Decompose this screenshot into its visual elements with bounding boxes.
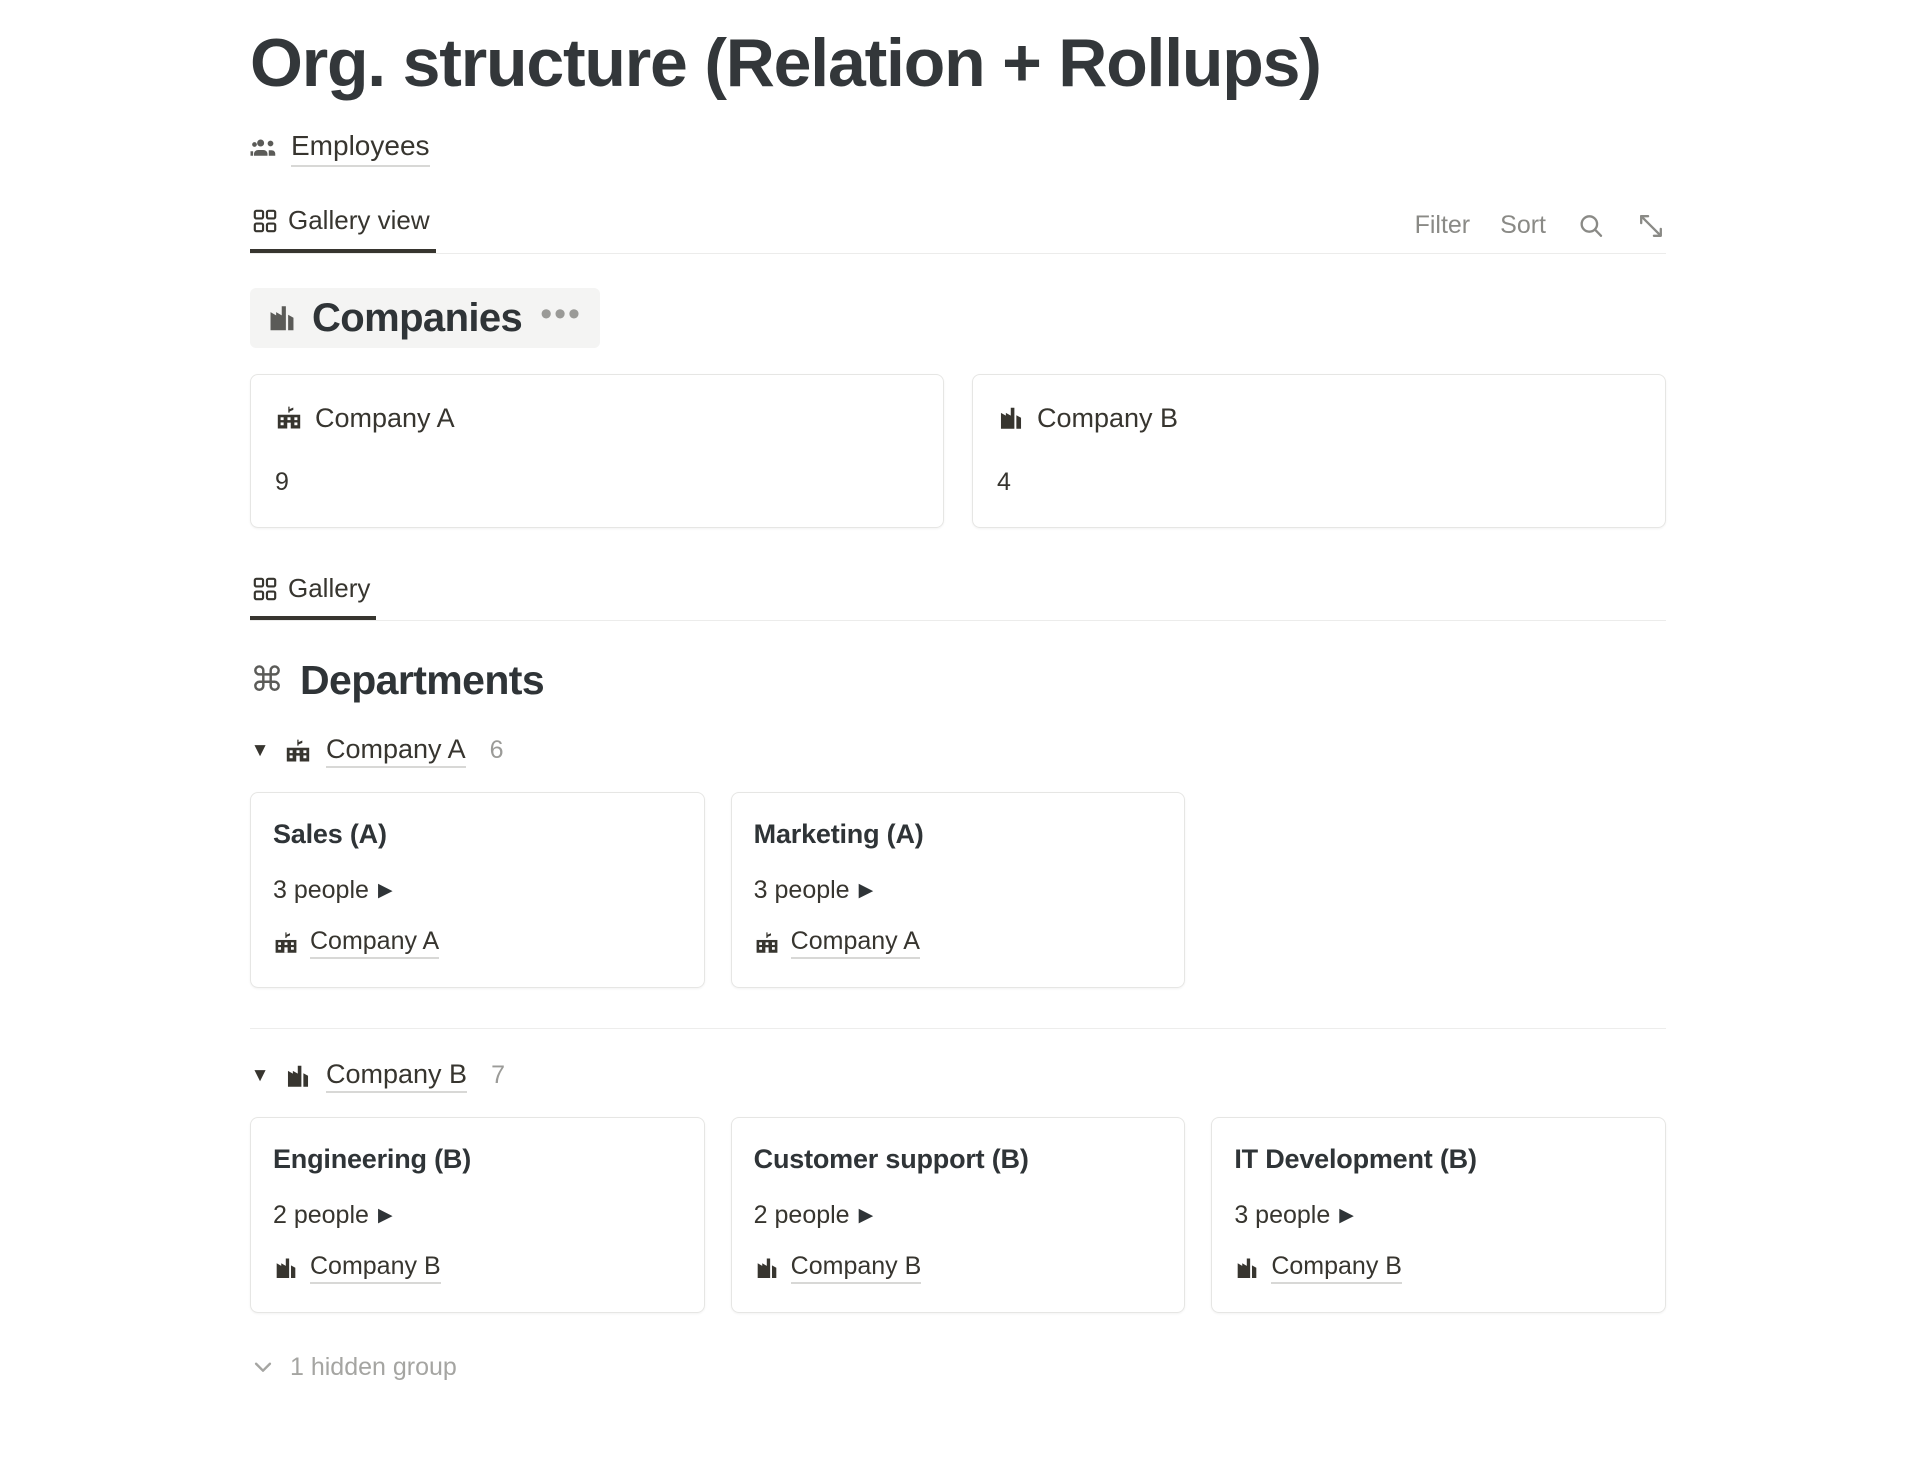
chevron-down-icon[interactable] <box>250 1354 276 1380</box>
tab-gallery-label: Gallery <box>288 573 371 604</box>
department-card[interactable]: IT Development (B) 3 people ▶ Company B <box>1211 1116 1666 1313</box>
department-card-title: Sales (A) <box>273 818 387 849</box>
companies-database-title: Companies <box>312 295 523 340</box>
tab-gallery[interactable]: Gallery <box>250 570 377 620</box>
gallery-grid-icon <box>252 208 278 234</box>
command-loop-icon: ⌘ <box>250 661 284 700</box>
company-card-name: Company A <box>315 402 455 433</box>
company-card[interactable]: Company B 4 <box>972 373 1666 528</box>
department-card-people-rollup[interactable]: 3 people ▶ <box>754 876 1163 905</box>
company-card-title-row: Company B <box>997 403 1641 434</box>
department-card-people-count: 3 people <box>753 875 850 904</box>
tab-gallery-view[interactable]: Gallery view <box>250 201 436 253</box>
factory-icon <box>266 302 298 334</box>
department-card-title: Marketing (A) <box>753 818 924 849</box>
tab-gallery-view-label: Gallery view <box>288 205 430 236</box>
play-triangle-icon[interactable]: ▶ <box>858 1204 874 1226</box>
department-card-relation-label[interactable]: Company A <box>790 927 920 959</box>
factory-icon <box>284 1062 312 1090</box>
factory-icon <box>273 1255 299 1281</box>
people-icon <box>250 133 280 163</box>
companies-gallery: Company A 9 Company B 4 <box>250 373 1666 528</box>
page-title: Org. structure (Relation + Rollups) <box>250 25 1322 101</box>
department-card-people-count: 2 people <box>273 1200 369 1229</box>
department-card[interactable]: Customer support (B) 2 people ▶ Company … <box>730 1116 1186 1313</box>
department-card-relation-label[interactable]: Company A <box>310 927 440 959</box>
view-toolbar: Gallery view Filter Sort <box>250 201 1666 254</box>
department-card-title: Engineering (B) <box>273 1143 471 1174</box>
city-building-icon <box>754 930 780 956</box>
department-card[interactable]: Marketing (A) 3 people ▶ <box>730 791 1186 988</box>
department-card-people-rollup[interactable]: 3 people ▶ <box>273 876 682 905</box>
play-triangle-icon[interactable]: ▶ <box>377 879 393 901</box>
city-building-icon <box>284 737 312 765</box>
view-actions: Filter Sort <box>1415 211 1666 253</box>
view-tab-list: Gallery view <box>250 201 436 253</box>
department-grid-empty-cell <box>1211 792 1666 988</box>
group-divider <box>250 1027 1666 1029</box>
department-group-header[interactable]: ▼ Company B 7 <box>250 1059 1666 1093</box>
department-group: ▼ Company B 7 Engineering (B) 2 people ▶ <box>250 1059 1666 1313</box>
filter-button[interactable]: Filter <box>1414 211 1471 240</box>
breadcrumb[interactable]: Employees <box>250 129 430 167</box>
department-card-people-rollup[interactable]: 2 people ▶ <box>754 1201 1163 1230</box>
play-triangle-icon[interactable]: ▶ <box>1339 1204 1354 1226</box>
hidden-group-toggle[interactable]: 1 hidden group <box>250 1353 1666 1382</box>
sort-button[interactable]: Sort <box>1500 211 1546 240</box>
department-card-relation-label[interactable]: Company B <box>310 1252 441 1284</box>
company-card-name: Company B <box>1037 402 1179 433</box>
department-card[interactable]: Sales (A) 3 people ▶ <box>250 791 705 988</box>
department-card[interactable]: Engineering (B) 2 people ▶ Company B <box>250 1116 705 1313</box>
department-card-relation[interactable]: Company B <box>1234 1252 1643 1284</box>
company-card[interactable]: Company A 9 <box>250 373 944 528</box>
companies-database-header[interactable]: Companies ••• <box>250 287 600 348</box>
department-group-count: 7 <box>491 1061 505 1090</box>
expand-diagonal-icon[interactable] <box>1636 211 1666 241</box>
gallery-view-toolbar: Gallery <box>250 570 1666 621</box>
departments-section-header: ⌘ Departments <box>250 657 1666 704</box>
department-group-header[interactable]: ▼ Company A 6 <box>250 734 1666 768</box>
factory-icon <box>997 404 1025 432</box>
department-card-title: Customer support (B) <box>753 1143 1029 1174</box>
city-building-icon <box>275 404 303 432</box>
hidden-group-label: 1 hidden group <box>290 1352 457 1381</box>
factory-icon <box>754 1255 780 1281</box>
company-card-title-row: Company A <box>275 403 919 434</box>
search-icon[interactable] <box>1576 211 1606 241</box>
company-card-rollup-value: 9 <box>275 467 289 496</box>
department-card-relation[interactable]: Company A <box>273 927 682 959</box>
department-card-people-rollup[interactable]: 3 people ▶ <box>1234 1201 1643 1230</box>
city-building-icon <box>273 930 299 956</box>
chevron-down-icon[interactable]: ▼ <box>250 740 270 762</box>
department-group: ▼ Company A 6 Sales (A) <box>250 734 1666 988</box>
department-card-title: IT Development (B) <box>1234 1143 1477 1174</box>
more-options-icon[interactable]: ••• <box>540 294 582 333</box>
department-gallery: Engineering (B) 2 people ▶ Company B <box>250 1116 1666 1313</box>
company-card-rollup-value: 4 <box>997 467 1011 496</box>
play-triangle-icon[interactable]: ▶ <box>377 1204 393 1226</box>
chevron-down-icon[interactable]: ▼ <box>250 1065 270 1087</box>
department-group-name[interactable]: Company A <box>326 734 466 768</box>
play-triangle-icon[interactable]: ▶ <box>858 879 874 901</box>
department-gallery: Sales (A) 3 people ▶ <box>250 791 1666 988</box>
department-card-people-rollup[interactable]: 2 people ▶ <box>273 1201 682 1230</box>
departments-section-title: Departments <box>300 656 545 703</box>
department-card-people-count: 3 people <box>1234 1200 1331 1229</box>
factory-icon <box>1234 1255 1260 1281</box>
department-card-relation[interactable]: Company B <box>754 1252 1163 1284</box>
gallery-grid-icon <box>252 576 278 602</box>
department-card-relation[interactable]: Company B <box>273 1252 682 1284</box>
department-card-relation-label[interactable]: Company B <box>790 1252 922 1284</box>
department-card-people-count: 3 people <box>273 875 369 904</box>
department-group-name[interactable]: Company B <box>326 1059 468 1093</box>
department-card-relation[interactable]: Company A <box>754 927 1163 959</box>
department-group-count: 6 <box>489 736 504 765</box>
department-card-people-count: 2 people <box>753 1200 850 1229</box>
department-card-relation-label[interactable]: Company B <box>1271 1252 1402 1284</box>
breadcrumb-label: Employees <box>291 129 430 167</box>
